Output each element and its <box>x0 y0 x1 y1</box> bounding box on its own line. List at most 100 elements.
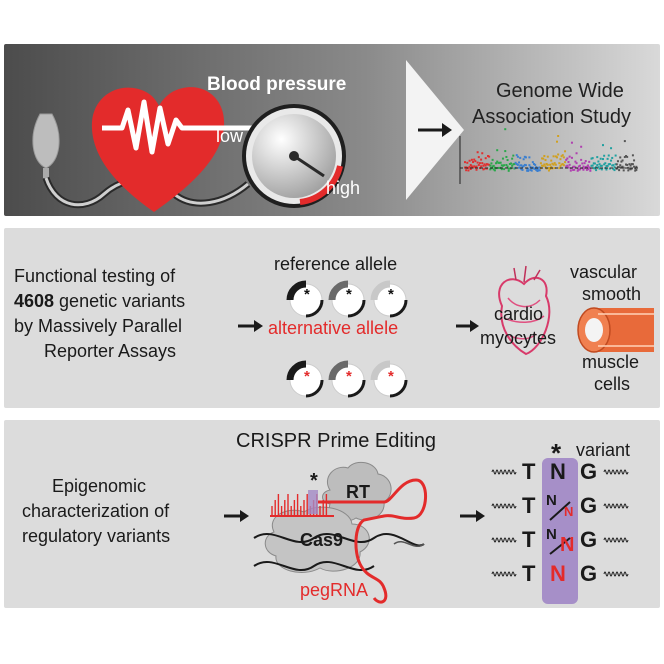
manhattan-point <box>603 154 606 157</box>
manhattan-point <box>574 166 577 169</box>
manhattan-point <box>603 163 606 166</box>
manhattan-point <box>618 166 621 169</box>
manhattan-point <box>468 165 471 168</box>
manhattan-point <box>535 169 538 172</box>
manhattan-point <box>567 160 570 163</box>
manhattan-point <box>485 167 488 170</box>
manhattan-point <box>561 163 564 166</box>
dna-squiggle <box>603 503 629 509</box>
manhattan-point <box>590 164 593 167</box>
pegrna-strand <box>318 478 428 604</box>
alternative-plasmids <box>286 360 408 398</box>
manhattan-point <box>485 163 488 166</box>
manhattan-point <box>535 166 538 169</box>
editing-star: * <box>310 470 318 492</box>
manhattan-point <box>501 164 504 167</box>
manhattan-point <box>562 156 565 159</box>
sequence-base-variant: N <box>550 459 566 484</box>
mpra-text-line3: by Massively Parallel <box>14 316 183 336</box>
manhattan-point <box>475 165 478 168</box>
manhattan-point <box>544 165 547 168</box>
sequence-base-left: T <box>522 459 536 484</box>
manhattan-point <box>580 158 583 161</box>
manhattan-point <box>508 167 511 170</box>
manhattan-point <box>602 158 604 161</box>
sequence-base-right: G <box>580 561 598 586</box>
manhattan-point <box>612 164 615 167</box>
manhattan-point <box>580 145 583 148</box>
manhattan-point <box>633 165 636 168</box>
heart-icon <box>91 87 225 212</box>
manhattan-point <box>533 163 535 166</box>
manhattan-point <box>467 169 470 172</box>
manhattan-point <box>547 167 550 170</box>
ref-star-1: * <box>304 286 310 303</box>
manhattan-point <box>551 162 554 165</box>
sequence-base-variant: N <box>546 526 557 543</box>
manhattan-point <box>538 169 541 172</box>
manhattan-point <box>584 160 587 163</box>
manhattan-point <box>560 163 563 166</box>
sequence-base-variant: N <box>546 492 557 509</box>
dna-squiggle <box>603 537 629 543</box>
manhattan-point <box>595 169 598 172</box>
manhattan-point <box>503 168 506 171</box>
arrow-right-icon <box>442 123 452 137</box>
manhattan-point <box>616 160 619 163</box>
manhattan-point <box>572 165 575 168</box>
prime-editing-title: CRISPR Prime Editing <box>236 430 437 452</box>
manhattan-point <box>582 168 585 171</box>
manhattan-point <box>472 161 475 164</box>
reference-plasmids <box>286 280 408 318</box>
manhattan-point <box>518 161 521 164</box>
gauge-high-arc <box>299 165 343 205</box>
dna-squiggle <box>491 571 517 577</box>
manhattan-point <box>598 167 601 170</box>
manhattan-point <box>537 166 540 169</box>
manhattan-point <box>508 162 511 165</box>
prime-editing-graphic <box>224 458 629 604</box>
mpra-text-line1: Functional testing of <box>14 266 176 286</box>
manhattan-point <box>574 160 577 163</box>
sequence-base-edited: N <box>560 534 575 556</box>
manhattan-point <box>484 157 487 160</box>
manhattan-point <box>626 163 629 166</box>
manhattan-point <box>487 155 489 158</box>
manhattan-point <box>469 168 472 171</box>
manhattan-point <box>496 149 499 152</box>
manhattan-point <box>531 161 534 164</box>
manhattan-point <box>490 162 493 165</box>
manhattan-point <box>542 164 545 167</box>
manhattan-point <box>559 158 562 161</box>
manhattan-point <box>481 162 484 165</box>
manhattan-point <box>579 168 581 171</box>
manhattan-point <box>606 164 609 167</box>
manhattan-point <box>566 157 569 160</box>
alt-star-1: * <box>304 368 310 385</box>
manhattan-point <box>536 167 539 170</box>
manhattan-point <box>611 164 614 167</box>
sequence-base-right: G <box>580 527 598 552</box>
ref-star-3: * <box>388 286 394 303</box>
epigenomic-line3: regulatory variants <box>22 526 171 546</box>
manhattan-point <box>576 167 579 170</box>
arrow-right-icon <box>476 510 485 522</box>
manhattan-point <box>515 163 518 166</box>
manhattan-point <box>544 159 547 162</box>
dna-strand <box>393 541 425 547</box>
manhattan-point <box>613 166 616 169</box>
purple-target-box <box>308 490 318 514</box>
manhattan-point <box>536 169 539 172</box>
manhattan-point <box>475 168 478 171</box>
pump-valve <box>43 168 49 178</box>
manhattan-point <box>627 169 630 172</box>
manhattan-point <box>534 167 537 170</box>
manhattan-point <box>493 169 496 172</box>
manhattan-point <box>593 167 596 170</box>
manhattan-point <box>592 162 595 165</box>
manhattan-point <box>511 157 514 160</box>
manhattan-point <box>546 163 549 166</box>
plasmid-icon <box>286 280 324 318</box>
manhattan-point <box>497 161 500 164</box>
manhattan-point <box>629 164 632 167</box>
